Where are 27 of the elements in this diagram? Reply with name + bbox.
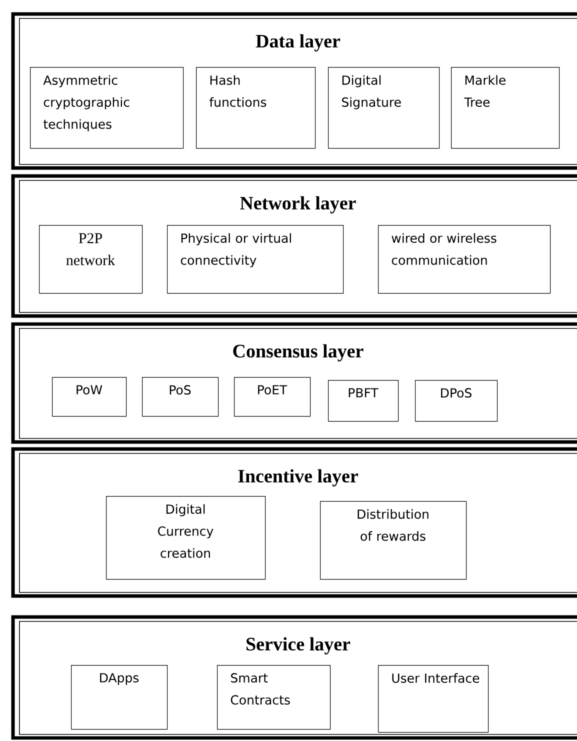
component-box: Asymmetric cryptographic techniques [30,67,184,149]
component-box: Digital Currency creation [106,496,266,580]
layer-box [11,174,577,318]
component-box: User Interface [378,665,489,733]
layer-title: Consensus layer [233,344,364,362]
layer-title: Service layer [246,637,350,654]
component-box: Smart Contracts [217,665,331,730]
component-box: Digital Signature [328,67,440,149]
layer-title: Incentive layer [238,469,358,486]
layer-box [11,615,577,740]
component-box: PoET [234,377,311,417]
component-box: P2P network [39,225,143,294]
layer-title: Data layer [256,34,340,52]
component-box: DApps [71,665,168,730]
component-box: Distribution of rewards [320,501,467,580]
component-box: Hash functions [196,67,316,149]
layer-box [11,12,577,170]
component-box: Markle Tree [451,67,560,149]
component-box: PoW [52,377,127,417]
component-box: DPoS [415,380,498,422]
layer-box [11,322,577,444]
component-box: Physical or virtual connectivity [167,225,344,294]
layer-title: Network layer [240,196,356,214]
component-box: wired or wireless communication [378,225,551,294]
component-box: PoS [142,377,219,417]
component-box: PBFT [328,380,399,422]
layer-box [11,447,577,598]
